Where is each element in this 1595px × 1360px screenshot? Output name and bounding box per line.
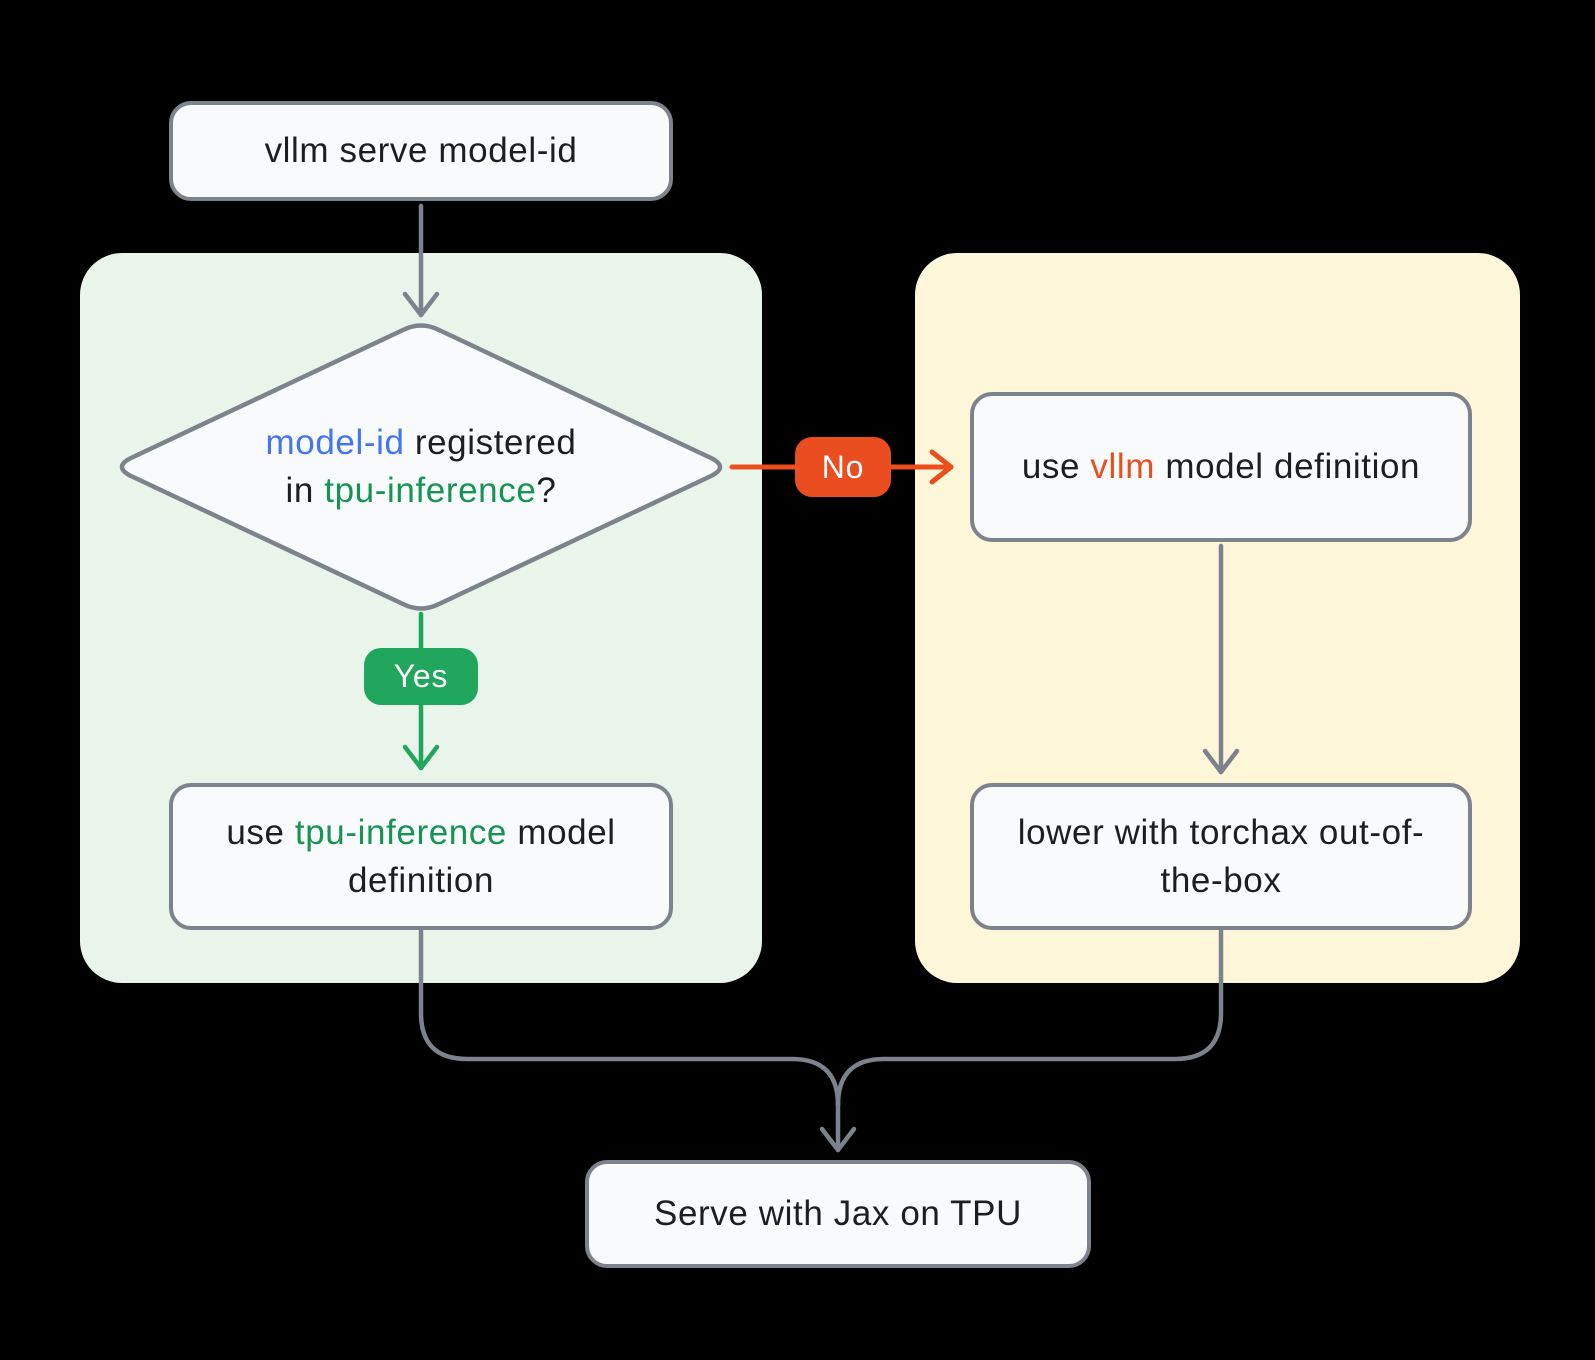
edge-merge-left [418,928,841,1108]
model-definition-text: model definition [347,812,616,900]
lower-with-torchax-node: lower with torchax out-of-the-box [970,783,1472,930]
decision-line-1: model-id registered [111,419,731,467]
yes-edge-badge: Yes [364,648,478,705]
no-badge-label: No [821,448,865,485]
model-id-code-text: model-id [265,423,405,462]
start-node-label: vllm serve model-id [264,131,578,170]
use-tpu-inference-label: use tpu-inference model definition [193,809,649,905]
serve-with-jax-node: Serve with Jax on TPU [585,1160,1091,1268]
decision-diamond-shape [119,323,723,611]
vllm-code-text: vllm [1090,447,1156,486]
yes-badge-label: Yes [393,658,449,694]
use-text-2: use [1021,447,1081,486]
decision-text-in: in [285,471,314,510]
use-vllm-node: use vllm model definition [970,392,1472,542]
use-vllm-label: use vllm model definition [1022,443,1420,491]
model-definition-text-2: model definition [1165,447,1421,486]
no-edge-badge: No [795,437,891,497]
tpu-inference-code-text: tpu-inference [324,471,537,510]
start-node: vllm serve model-id [169,101,673,201]
use-tpu-inference-node: use tpu-inference model definition [169,783,673,930]
lower-with-torchax-label: lower with torchax out-of-the-box [1017,812,1425,900]
decision-line-2: in tpu-inference? [111,467,731,515]
use-text: use [226,812,285,852]
edge-merge-right [835,928,1224,1108]
serve-with-jax-label: Serve with Jax on TPU [654,1194,1022,1233]
decision-node-label: model-id registered in tpu-inference? [111,419,731,515]
tpu-inference-code-text-2: tpu-inference [294,812,507,852]
decision-question-mark: ? [536,471,557,510]
decision-text-registered: registered [414,423,577,462]
